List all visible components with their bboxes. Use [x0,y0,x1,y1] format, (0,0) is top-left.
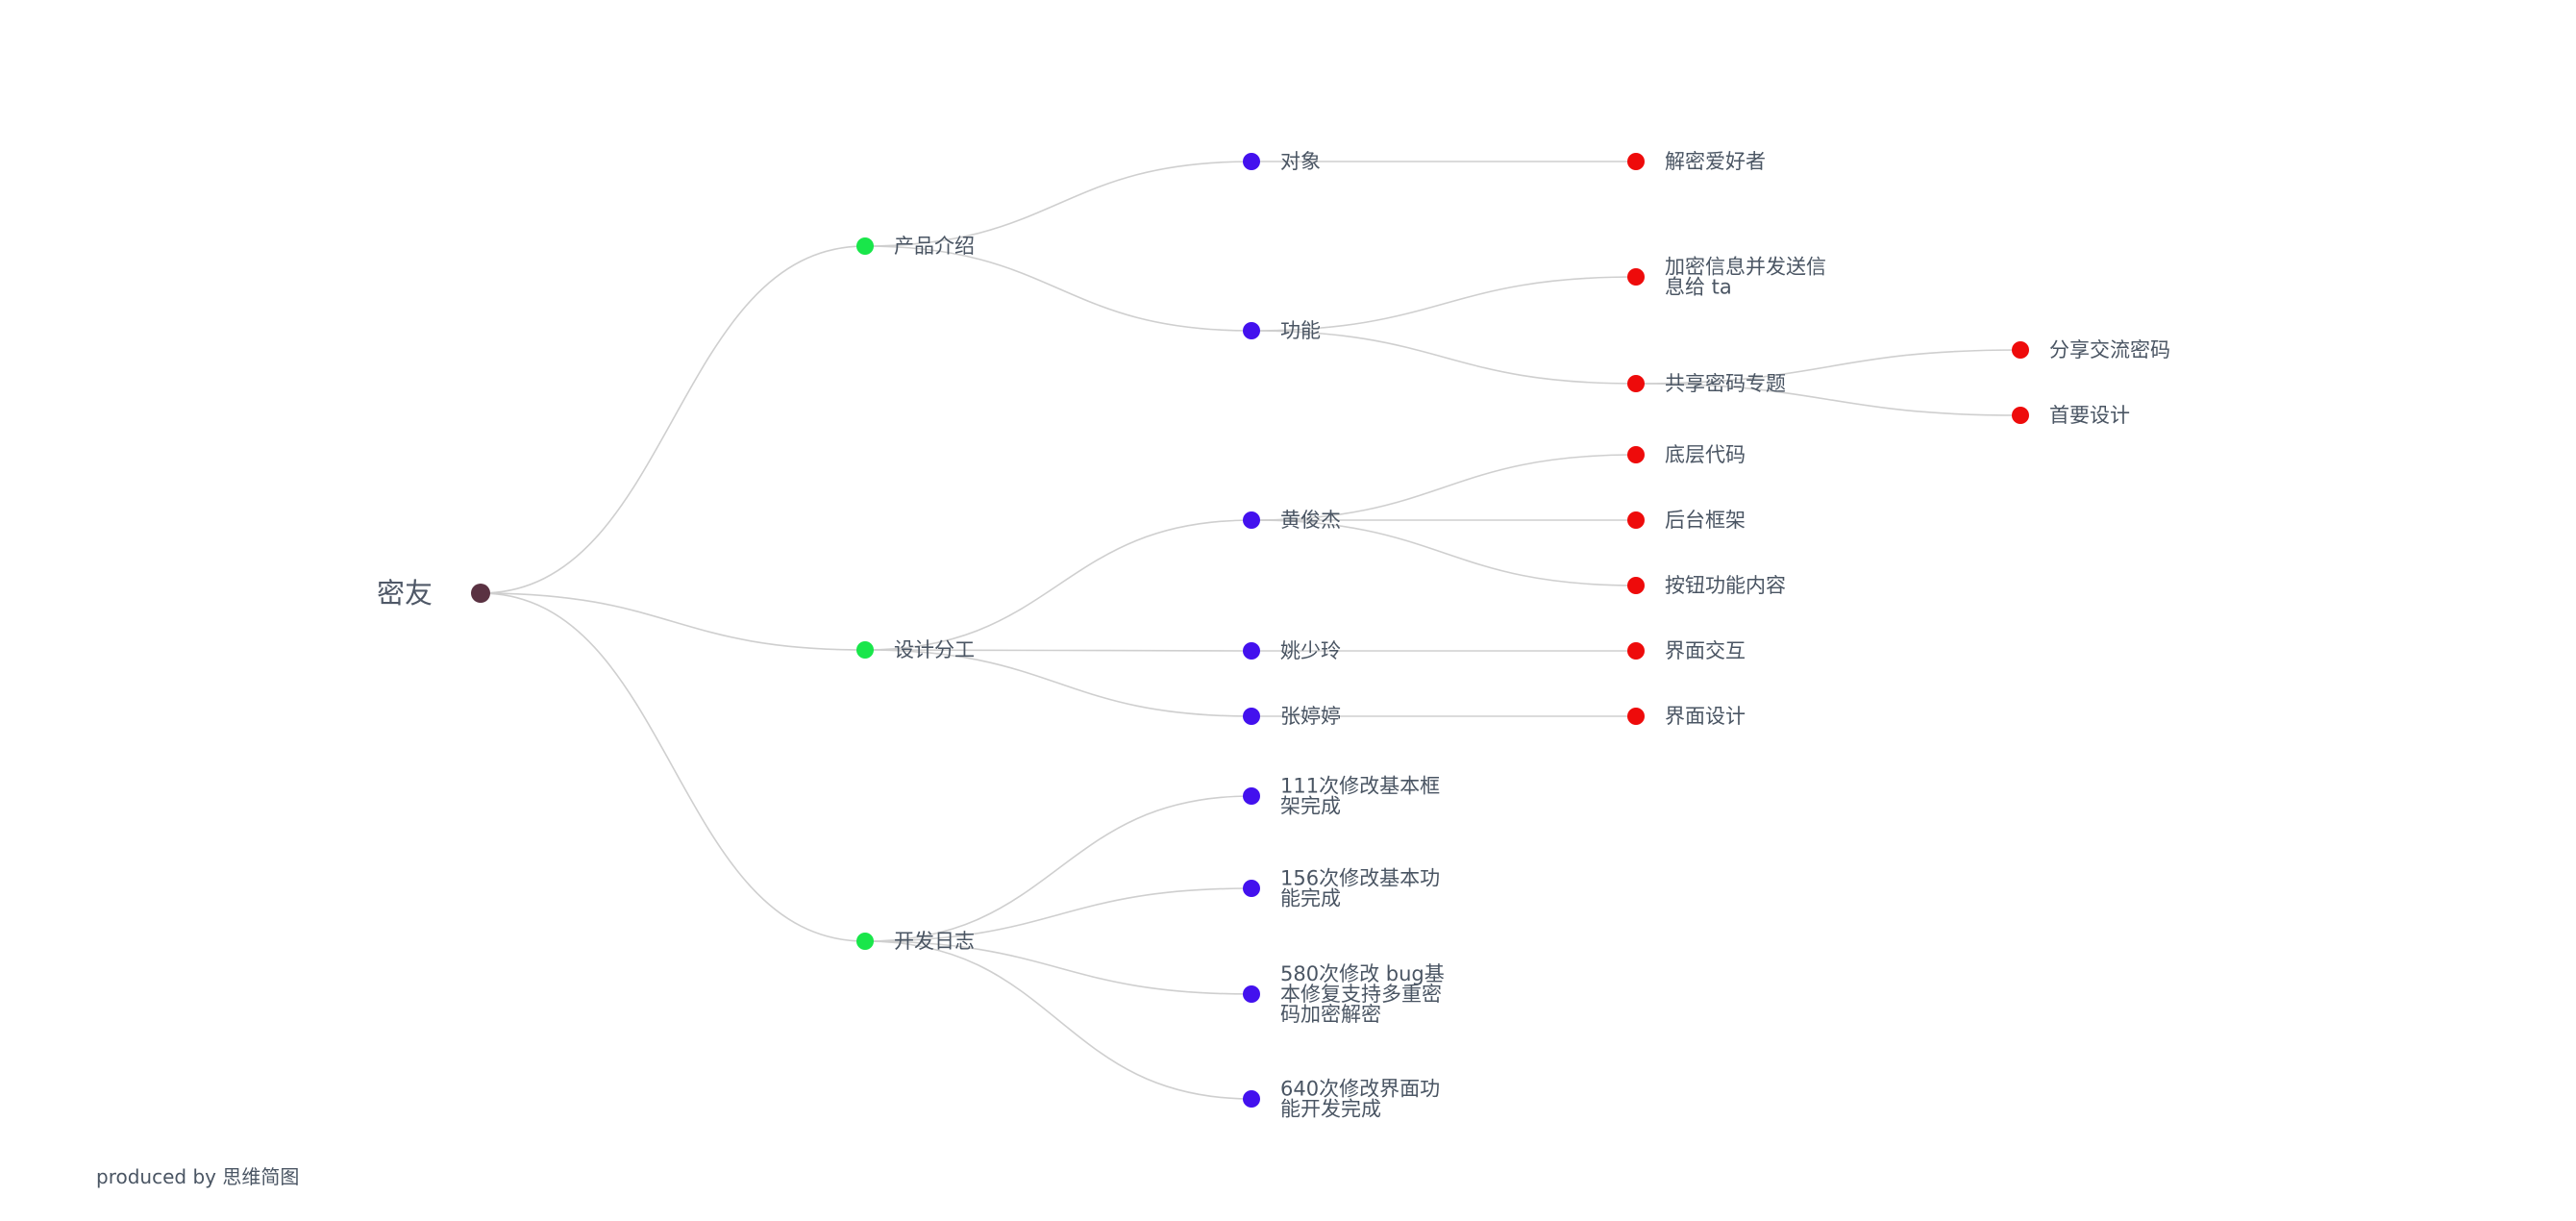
edge-n1-n1b [864,245,1252,332]
edge-n3-n3b [864,887,1252,942]
node-label-n2a[interactable]: 黄俊杰 [1280,509,1341,532]
edge-root-n2 [480,592,866,651]
edge-n2-n2a [864,519,1252,651]
node-label-n2a1[interactable]: 底层代码 [1665,443,1746,466]
node-dot-n2c[interactable] [1243,708,1260,725]
mind-map-edges [480,161,2021,1100]
node-dot-n2a3[interactable] [1627,577,1645,594]
node-dot-n1a[interactable] [1243,153,1260,170]
node-label-n1b2b[interactable]: 首要设计 [2049,404,2130,427]
edge-n3-n3c [864,940,1252,995]
node-dot-n3d[interactable] [1243,1090,1260,1108]
node-dot-n3a[interactable] [1243,787,1260,805]
edge-n3-n3d [864,940,1252,1100]
node-label-n3a[interactable]: 111次修改基本框架完成 [1280,775,1440,818]
node-label-n1b1[interactable]: 加密信息并发送信息给 ta [1665,256,1826,299]
node-dot-n1[interactable] [856,237,874,255]
edge-n2-n2c [864,649,1252,717]
node-dot-n2c1[interactable] [1627,708,1645,725]
node-dot-n2a1[interactable] [1627,446,1645,463]
node-label-n1b2[interactable]: 共享密码专题 [1665,372,1786,395]
node-label-n2b1[interactable]: 界面交互 [1665,639,1746,662]
node-label-n3b[interactable]: 156次修改基本功能完成 [1280,867,1440,910]
edge-root-n3 [480,592,866,942]
node-dot-n1b2b[interactable] [2012,407,2029,424]
node-dot-n2b1[interactable] [1627,642,1645,660]
node-dot-n3c[interactable] [1243,985,1260,1003]
node-dot-root[interactable] [471,584,490,603]
footer-credit: produced by 思维简图 [96,1165,300,1188]
node-label-n1b[interactable]: 功能 [1280,319,1321,342]
edge-n2a-n2a3 [1251,519,1637,586]
edge-root-n1 [480,245,866,594]
edge-n1b2-n1b2b [1635,383,2021,416]
node-dot-n1b2[interactable] [1627,375,1645,392]
node-dot-n2b[interactable] [1243,642,1260,660]
edge-n1-n1a [864,161,1252,247]
node-label-n1[interactable]: 产品介绍 [894,235,975,258]
node-label-n2c[interactable]: 张婷婷 [1280,705,1341,728]
node-label-n3c[interactable]: 580次修改 bug基本修复支持多重密码加密解密 [1280,962,1445,1026]
node-dot-n3b[interactable] [1243,880,1260,897]
node-dot-n2a[interactable] [1243,511,1260,529]
node-label-n2a2[interactable]: 后台框架 [1665,509,1746,532]
edge-n1b-n1b2 [1251,330,1637,385]
node-label-n2a3[interactable]: 按钮功能内容 [1665,574,1786,597]
node-dot-n2[interactable] [856,641,874,659]
node-dot-n1b[interactable] [1243,322,1260,339]
node-dot-n1a1[interactable] [1627,153,1645,170]
node-label-n2[interactable]: 设计分工 [894,638,975,661]
node-label-n3d[interactable]: 640次修改界面功能开发完成 [1280,1078,1440,1121]
node-label-n1b2a[interactable]: 分享交流密码 [2049,338,2170,361]
edge-n3-n3a [864,795,1252,942]
node-dot-n2a2[interactable] [1627,511,1645,529]
node-dot-n1b2a[interactable] [2012,341,2029,359]
edge-n2-n2b [864,649,1252,652]
node-label-n1a1[interactable]: 解密爱好者 [1665,150,1766,173]
node-label-n3[interactable]: 开发日志 [894,930,975,953]
edge-n1b-n1b1 [1251,276,1637,332]
node-dot-n3[interactable] [856,933,874,950]
edge-n2a-n2a1 [1251,454,1637,521]
node-label-n2b[interactable]: 姚少玲 [1280,639,1341,662]
edge-n1b2-n1b2a [1635,349,2021,385]
node-label-root[interactable]: 密友 [377,577,433,610]
node-label-n1a[interactable]: 对象 [1280,150,1321,173]
node-label-n2c1[interactable]: 界面设计 [1665,705,1746,728]
node-dot-n1b1[interactable] [1627,268,1645,286]
